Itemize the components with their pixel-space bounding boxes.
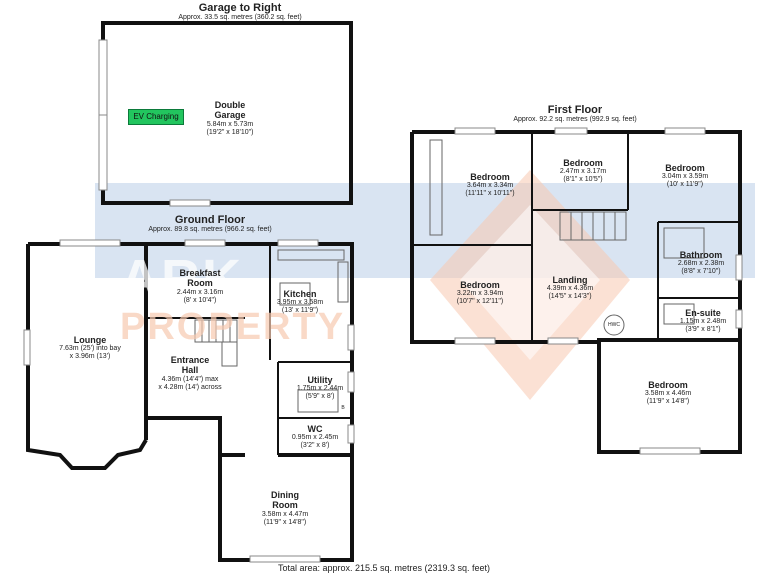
room-dims: 5.84m x 5.73m (19'2" x 18'10") — [206, 120, 254, 136]
room-garage: Double Garage 5.84m x 5.73m (19'2" x 18'… — [190, 100, 270, 137]
room-dims: 4.36m (14'4") max x 4.28m (14') across — [158, 375, 222, 391]
ground-floor-plan — [23, 239, 355, 563]
room-name: Bedroom — [563, 158, 603, 168]
room-dims: 2.44m x 3.16m (8' x 10'4") — [176, 288, 224, 304]
ev-charging-label: EV Charging — [128, 109, 184, 125]
ground-header: Ground Floor Approx. 89.8 sq. metres (96… — [130, 214, 290, 233]
watermark-property: PROPERTY — [120, 306, 346, 348]
room-name: Dining Room — [271, 490, 299, 511]
room-name: Bedroom — [460, 280, 500, 290]
room-lounge: Lounge 7.63m (25') into bay x 3.96m (13'… — [45, 335, 135, 361]
room-dining: Dining Room 3.58m x 4.47m (11'9" x 14'8"… — [250, 490, 320, 527]
room-name: Entrance Hall — [170, 355, 210, 376]
room-breakfast: Breakfast Room 2.44m x 3.16m (8' x 10'4"… — [165, 268, 235, 305]
room-name: En-suite — [685, 308, 721, 318]
room-bed4: Bedroom 3.22m x 3.94m (10'7" x 12'11") — [440, 280, 520, 306]
room-dims: 7.63m (25') into bay x 3.96m (13') — [59, 345, 121, 361]
room-name: Kitchen — [283, 289, 317, 299]
room-dims: 3.95m x 3.58m (13' x 11'9") — [276, 299, 324, 315]
room-dims: 2.68m x 2.38m (8'8" x 7'10") — [677, 260, 725, 276]
room-name: Bathroom — [679, 250, 723, 260]
first-area: Approx. 92.2 sq. metres (992.9 sq. feet) — [513, 116, 637, 123]
total-area-footer: Total area: approx. 215.5 sq. metres (23… — [277, 563, 491, 573]
ground-area: Approx. 89.8 sq. metres (966.2 sq. feet) — [148, 226, 272, 233]
room-wc: WC 0.95m x 2.45m (3'2" x 8') — [280, 424, 350, 450]
garage-header: Garage to Right Approx. 33.5 sq. metres … — [150, 2, 330, 21]
garage-title: Garage to Right — [198, 2, 282, 14]
room-bed2: Bedroom 2.47m x 3.17m (8'1" x 10'5") — [548, 158, 618, 184]
room-dims: 2.47m x 3.17m (8'1" x 10'5") — [559, 168, 607, 184]
first-header: First Floor Approx. 92.2 sq. metres (992… — [495, 104, 655, 123]
first-title: First Floor — [547, 104, 603, 116]
room-kitchen: Kitchen 3.95m x 3.58m (13' x 11'9") — [265, 289, 335, 315]
room-utility: Utility 1.75m x 2.44m (5'9" x 8') — [285, 375, 355, 401]
room-dims: 0.95m x 2.45m (3'2" x 8') — [291, 434, 339, 450]
room-dims: 3.64m x 3.34m (11'11" x 10'11") — [465, 182, 515, 198]
room-name: Landing — [552, 275, 588, 285]
garage-area: Approx. 33.5 sq. metres (360.2 sq. feet) — [178, 14, 302, 21]
room-bed5: Bedroom 3.58m x 4.46m (11'9" x 14'8") — [628, 380, 708, 406]
room-dims: 3.58m x 4.46m (11'9" x 14'8") — [644, 390, 692, 406]
room-name: WC — [307, 424, 323, 434]
room-bed3: Bedroom 3.04m x 3.59m (10' x 11'9") — [650, 163, 720, 189]
room-landing: Landing 4.39m x 4.36m (14'5" x 14'3") — [535, 275, 605, 301]
room-name: Bedroom — [648, 380, 688, 390]
ground-title: Ground Floor — [174, 214, 246, 226]
room-name: Bedroom — [470, 172, 510, 182]
room-dims: 3.22m x 3.94m (10'7" x 12'11") — [456, 290, 504, 306]
room-name: Bedroom — [665, 163, 705, 173]
room-dims: 3.04m x 3.59m (10' x 11'9") — [661, 173, 709, 189]
room-name: Double Garage — [214, 100, 246, 121]
room-dims: 1.75m x 2.44m (5'9" x 8') — [296, 385, 344, 401]
room-name: Lounge — [73, 335, 107, 345]
room-dims: 4.39m x 4.36m (14'5" x 14'3") — [546, 285, 594, 301]
room-ensuite: En-suite 1.15m x 2.48m (3'9" x 8'1") — [668, 308, 738, 334]
room-name: Utility — [307, 375, 333, 385]
room-dims: 1.15m x 2.48m (3'9" x 8'1") — [679, 318, 727, 334]
boiler-tag: B — [341, 405, 345, 411]
watermark-graphic — [95, 170, 755, 400]
room-name: Breakfast Room — [179, 268, 221, 289]
room-bed1: Bedroom 3.64m x 3.34m (11'11" x 10'11") — [450, 172, 530, 198]
room-dims: 3.58m x 4.47m (11'9" x 14'8") — [261, 510, 309, 526]
garage-plan — [98, 21, 353, 207]
watermark-ark: ARK — [120, 249, 243, 309]
room-bathroom: Bathroom 2.68m x 2.38m (8'8" x 7'10") — [670, 250, 732, 276]
first-floor-plan — [410, 127, 743, 455]
hwc-tag: HWC — [608, 322, 620, 328]
room-hall: Entrance Hall 4.36m (14'4") max x 4.28m … — [145, 355, 235, 392]
